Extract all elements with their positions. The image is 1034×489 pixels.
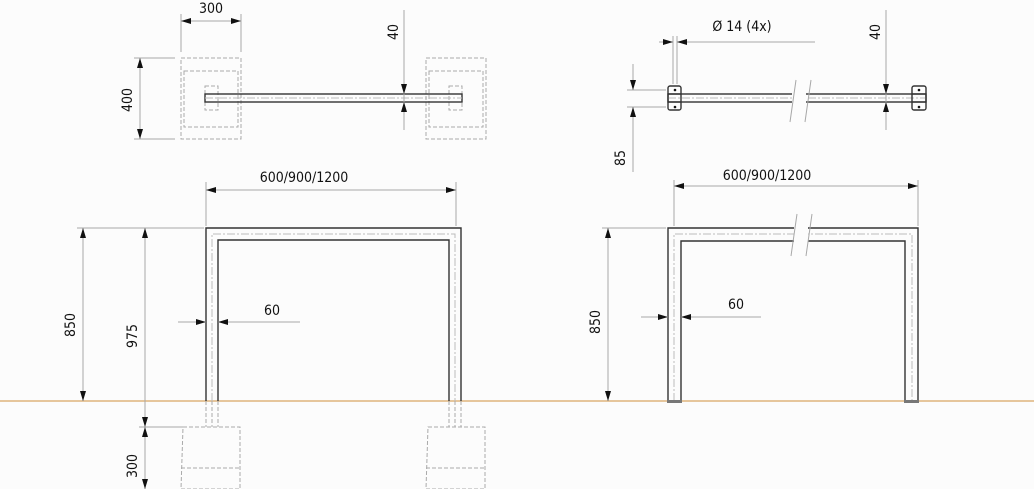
height-dim-label-right: 850 bbox=[588, 310, 604, 334]
total-height-dim-label: 975 bbox=[125, 324, 141, 348]
front-left-elevation: 600/900/1200 850 975 300 60 bbox=[63, 170, 486, 489]
tube-width-dim-label: 60 bbox=[264, 303, 280, 319]
top-left-plan-view: 300 400 40 bbox=[120, 1, 487, 140]
hole-dim-label: Ø 14 (4x) bbox=[712, 19, 771, 35]
depth-dim-label: 400 bbox=[120, 88, 136, 112]
height-dim-label: 850 bbox=[63, 313, 79, 337]
span-dim-label: 600/900/1200 bbox=[260, 170, 349, 186]
tube-width-dim-label-right: 60 bbox=[728, 297, 744, 313]
span-dim-label-right: 600/900/1200 bbox=[723, 168, 812, 184]
front-right-elevation: 600/900/1200 850 60 bbox=[588, 168, 919, 403]
tube-dim-label: 40 bbox=[386, 24, 402, 40]
width-dim-label: 300 bbox=[199, 1, 223, 17]
top-right-plan-view: Ø 14 (4x) 85 40 bbox=[613, 10, 927, 172]
foundation-dim-label: 300 bbox=[125, 454, 141, 478]
plate-dim-label: 85 bbox=[613, 150, 629, 166]
tube-dim-label-right: 40 bbox=[868, 24, 884, 40]
